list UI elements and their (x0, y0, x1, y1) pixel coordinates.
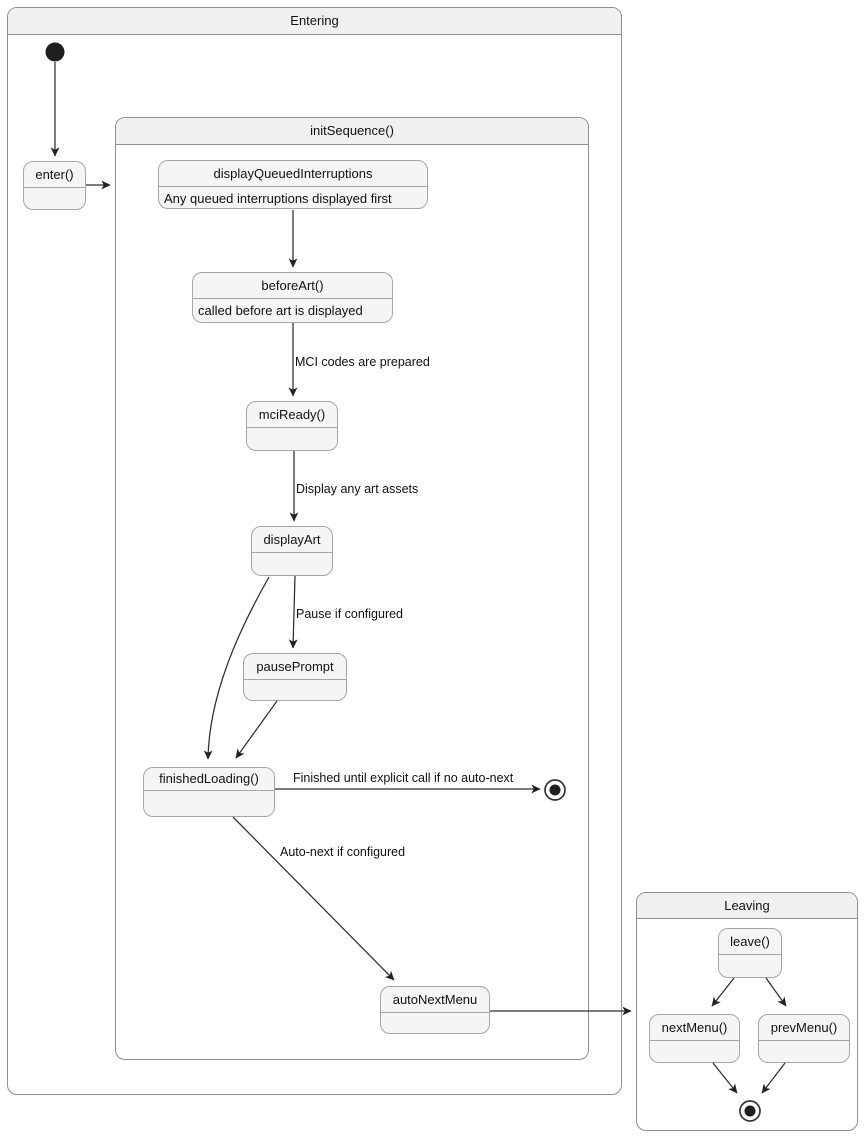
container-entering-title: Entering (8, 8, 621, 35)
state-enter-body (24, 188, 85, 209)
state-leave: leave() (718, 928, 782, 978)
state-finished-loading-body (144, 791, 274, 816)
state-auto-next-menu-body (381, 1013, 489, 1033)
state-pause-prompt: pausePrompt (243, 653, 347, 701)
state-display-art: displayArt (251, 526, 333, 576)
state-display-queued-interruptions: displayQueuedInterruptions Any queued in… (158, 160, 428, 209)
state-next-menu-body (650, 1041, 739, 1062)
state-prev-menu-body (759, 1041, 849, 1062)
container-leaving-title: Leaving (637, 893, 857, 919)
container-init-sequence: initSequence() (115, 117, 589, 1060)
state-finished-loading-title: finishedLoading() (144, 768, 274, 791)
state-enter-title: enter() (24, 162, 85, 188)
state-display-queued-interruptions-note: Any queued interruptions displayed first (164, 191, 392, 206)
state-leave-body (719, 955, 781, 977)
state-before-art: beforeArt() called before art is display… (192, 272, 393, 323)
state-mci-ready-body (247, 428, 337, 450)
state-mci-ready-title: mciReady() (247, 402, 337, 428)
state-pause-prompt-body (244, 680, 346, 700)
state-prev-menu: prevMenu() (758, 1014, 850, 1063)
state-before-art-note: called before art is displayed (198, 303, 363, 318)
container-leaving: Leaving (636, 892, 858, 1131)
edge-label-auto-next: Auto-next if configured (280, 845, 406, 859)
state-display-art-title: displayArt (252, 527, 332, 553)
state-display-art-body (252, 553, 332, 575)
state-prev-menu-title: prevMenu() (759, 1015, 849, 1041)
container-init-sequence-title: initSequence() (116, 118, 588, 145)
edge-label-mci-codes: MCI codes are prepared (295, 355, 430, 369)
state-display-queued-interruptions-title: displayQueuedInterruptions (159, 161, 427, 187)
state-next-menu-title: nextMenu() (650, 1015, 739, 1041)
edge-label-display-assets: Display any art assets (296, 482, 419, 496)
state-before-art-title: beforeArt() (193, 273, 392, 299)
edge-label-pause: Pause if configured (296, 607, 404, 621)
container-entering: Entering (7, 7, 622, 1095)
state-auto-next-menu: autoNextMenu (380, 986, 490, 1034)
state-mci-ready: mciReady() (246, 401, 338, 451)
edge-label-finished: Finished until explicit call if no auto-… (293, 771, 514, 785)
state-pause-prompt-title: pausePrompt (244, 654, 346, 680)
state-finished-loading: finishedLoading() (143, 767, 275, 817)
state-enter: enter() (23, 161, 86, 210)
state-leave-title: leave() (719, 929, 781, 955)
state-next-menu: nextMenu() (649, 1014, 740, 1063)
state-auto-next-menu-title: autoNextMenu (381, 987, 489, 1013)
